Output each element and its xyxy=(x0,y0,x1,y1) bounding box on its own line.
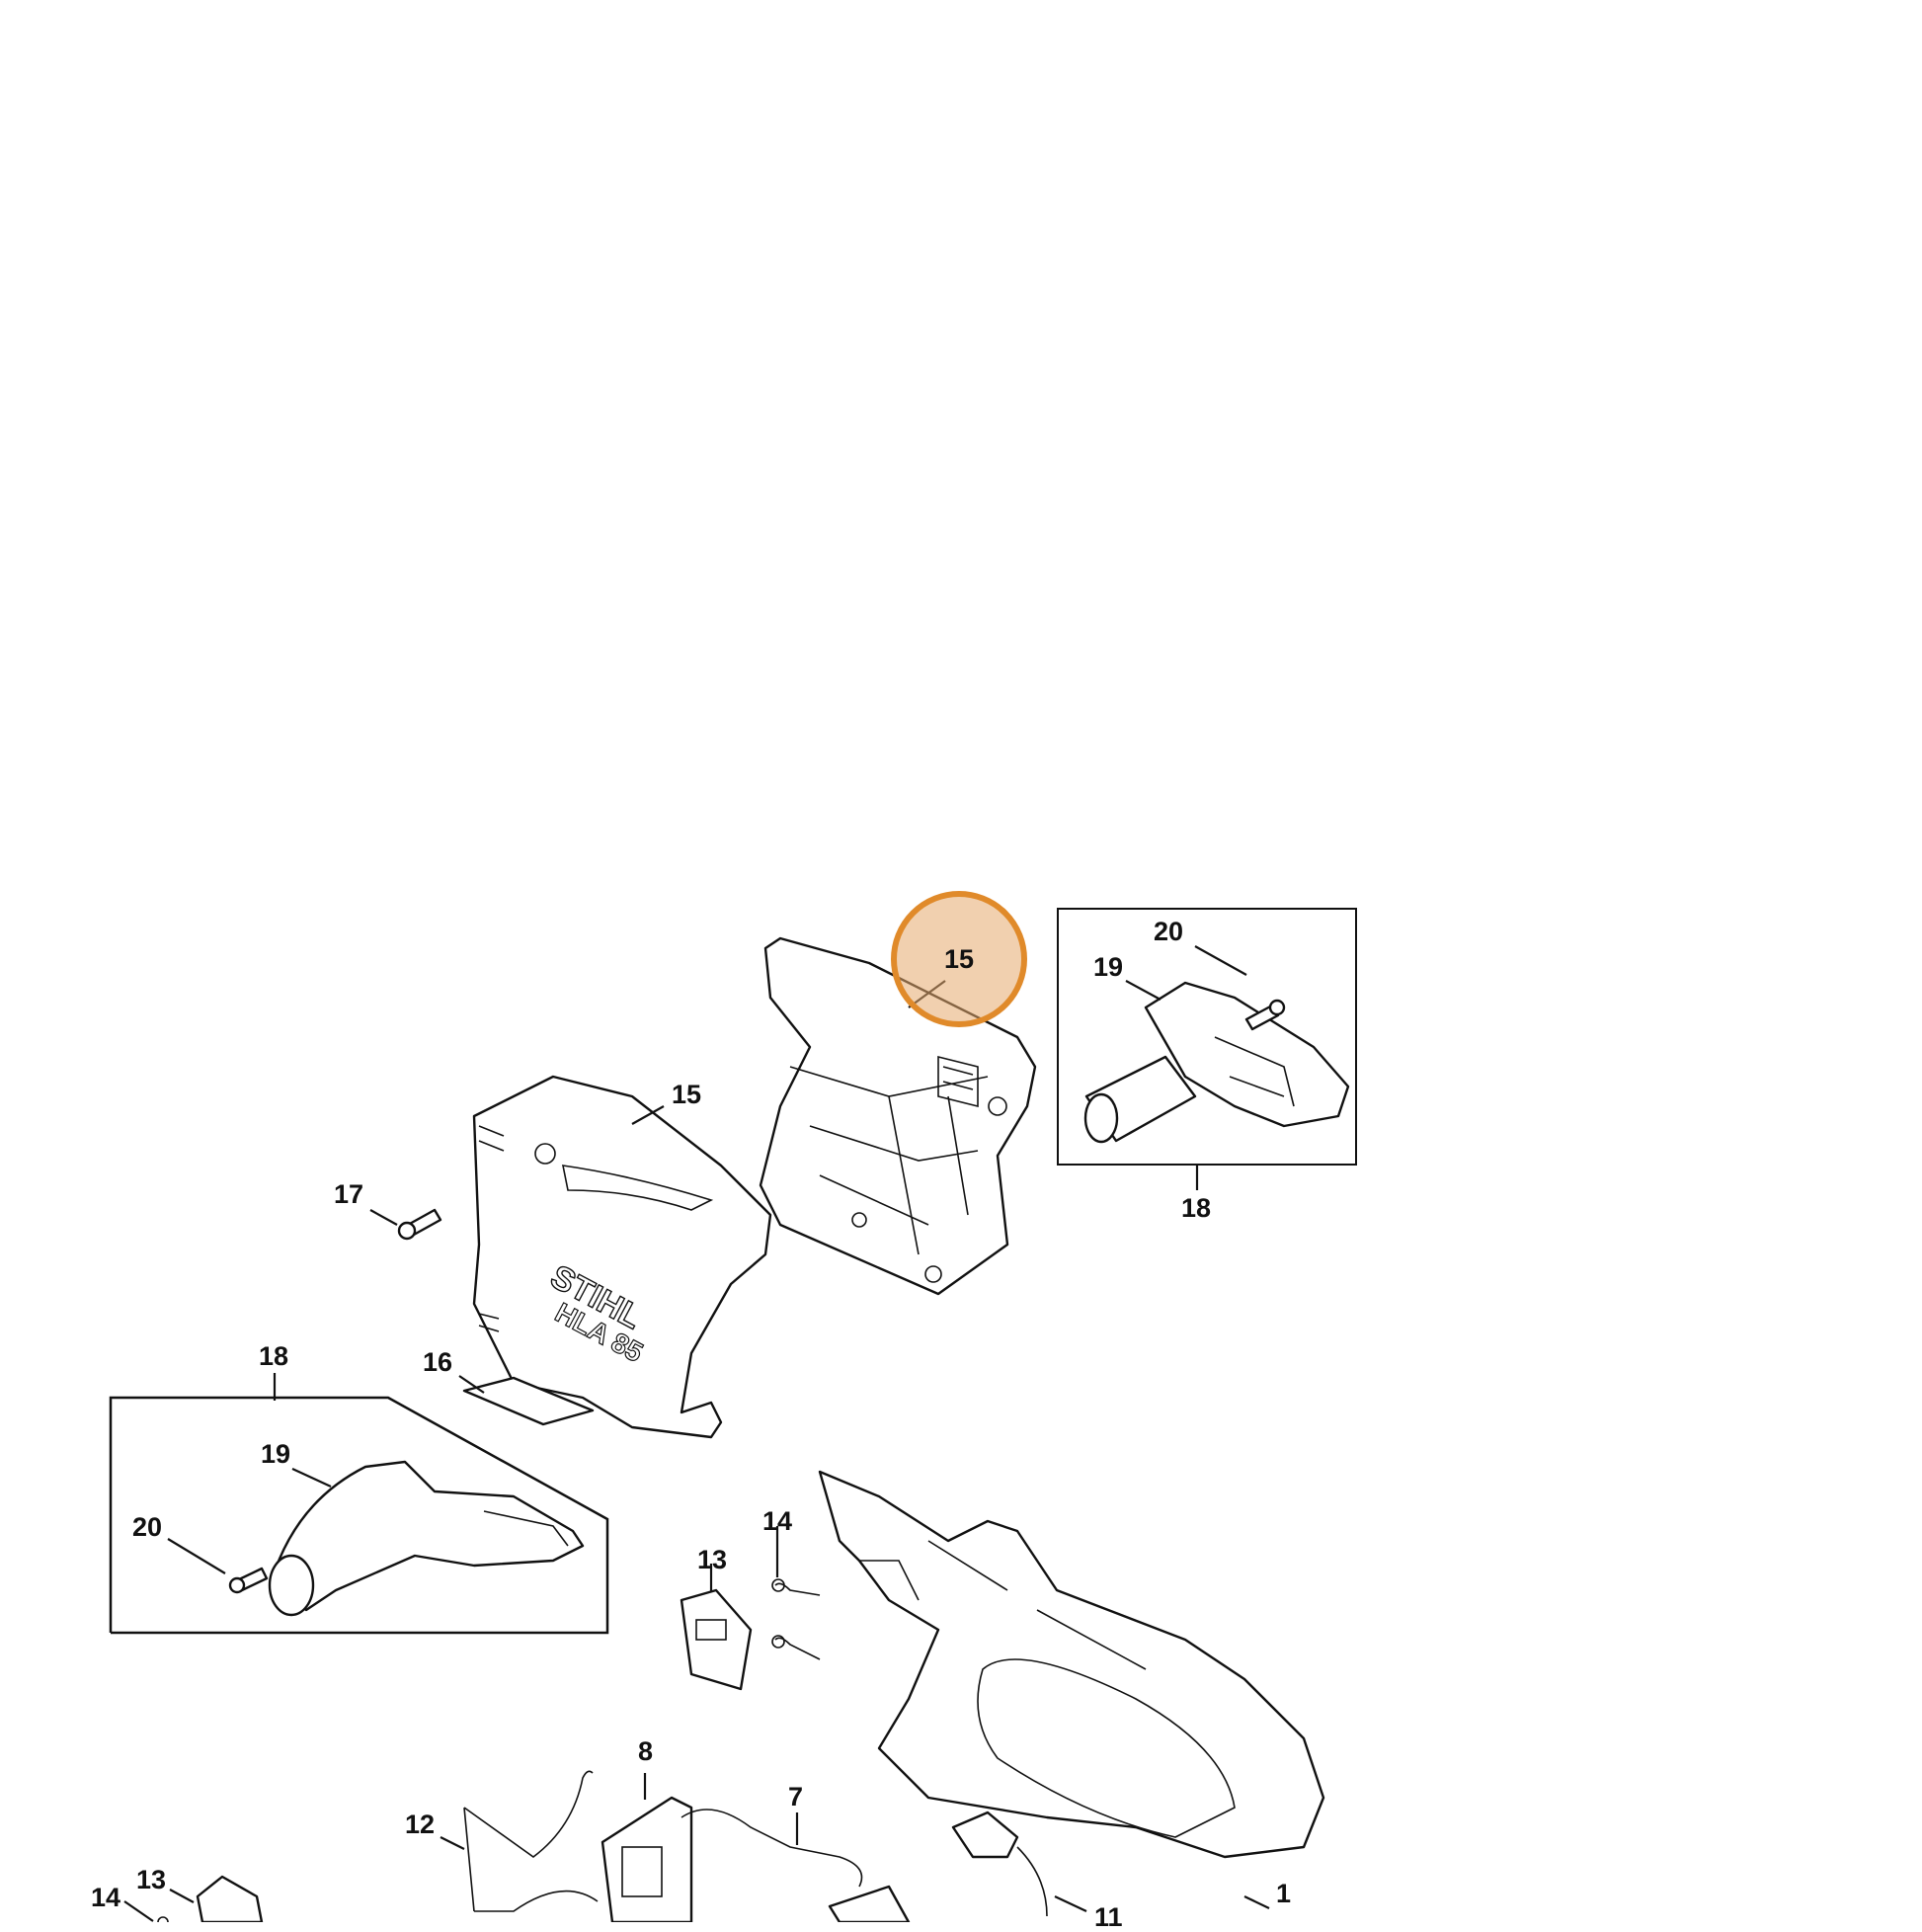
main-housing-1[interactable] xyxy=(818,1470,1325,1859)
callout-7[interactable]: 7 xyxy=(788,1782,804,1811)
callout-15-front[interactable]: 15 xyxy=(672,1080,702,1109)
callout-17[interactable]: 17 xyxy=(334,1179,364,1209)
callout-20-right[interactable]: 20 xyxy=(1154,917,1184,946)
housing-shell-front-15[interactable]: STIHL HLA 85 xyxy=(472,1075,772,1439)
electronics-8[interactable] xyxy=(601,1796,693,1922)
callout-19-right[interactable]: 19 xyxy=(1093,952,1124,982)
callout-13-lower[interactable]: 13 xyxy=(136,1865,167,1894)
handle-19-right[interactable] xyxy=(1083,981,1350,1144)
spring-14-lower[interactable] xyxy=(157,1916,169,1922)
switch-13-lower[interactable] xyxy=(196,1875,264,1922)
callout-18-right[interactable]: 18 xyxy=(1181,1193,1212,1223)
spring-14[interactable] xyxy=(771,1578,821,1660)
handle-19-left[interactable] xyxy=(268,1460,585,1617)
callout-11[interactable]: 11 xyxy=(1094,1902,1123,1932)
callout-8[interactable]: 8 xyxy=(638,1736,654,1766)
callout-14-upper[interactable]: 14 xyxy=(762,1506,793,1536)
switch-13[interactable] xyxy=(680,1588,753,1691)
trigger-11[interactable] xyxy=(951,1811,1048,1917)
callout-13-upper[interactable]: 13 xyxy=(697,1545,728,1574)
label-16[interactable] xyxy=(462,1376,595,1426)
callout-15-highlighted[interactable]: 15 xyxy=(944,944,975,974)
callout-19-left[interactable]: 19 xyxy=(261,1439,291,1469)
motor-7[interactable] xyxy=(681,1809,911,1922)
highlight-circle[interactable] xyxy=(891,891,1027,1027)
callout-14-lower[interactable]: 14 xyxy=(91,1883,121,1912)
screw-17[interactable] xyxy=(397,1208,442,1241)
callout-18-left[interactable]: 18 xyxy=(259,1341,289,1371)
box-18-right xyxy=(1057,908,1357,1166)
callout-16[interactable]: 16 xyxy=(423,1347,453,1377)
housing-shell-rear-15[interactable] xyxy=(759,936,1037,1296)
callout-12[interactable]: 12 xyxy=(405,1810,436,1839)
callout-1[interactable]: 1 xyxy=(1276,1879,1292,1908)
screw-20-left[interactable] xyxy=(228,1567,269,1594)
wire-12[interactable] xyxy=(463,1770,599,1912)
callout-20-left[interactable]: 20 xyxy=(132,1512,163,1542)
screw-20-right[interactable] xyxy=(1244,999,1286,1031)
box-18-left xyxy=(109,1396,609,1635)
